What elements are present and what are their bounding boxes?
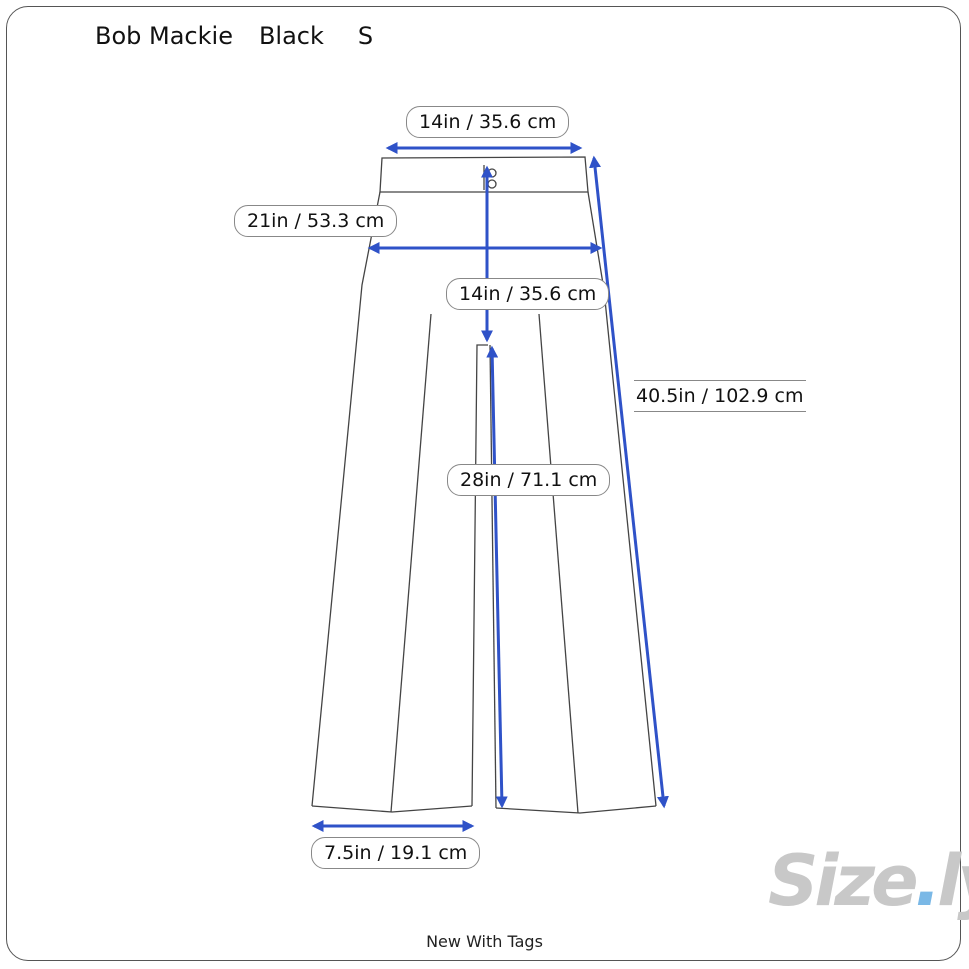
button-top [487, 168, 497, 178]
right-leg-hem [495, 805, 657, 814]
item-color: Black [258, 22, 324, 50]
inseam-arrow [486, 345, 508, 809]
left-leg-outer [311, 191, 381, 807]
item-size: S [357, 22, 374, 50]
outseam-arrow [589, 155, 669, 809]
sizely-logo: Size.ly [768, 840, 969, 922]
left-leg-inner [471, 344, 488, 807]
rise-label: 14in / 35.6 cm [446, 278, 610, 310]
hip-label: 21in / 53.3 cm [234, 205, 398, 237]
brand-name: Bob Mackie [95, 22, 233, 50]
condition-text: New With Tags [426, 932, 543, 951]
leg-opening-label: 7.5in / 19.1 cm [311, 837, 481, 869]
left-crease [390, 313, 432, 813]
left-leg-hem [311, 805, 473, 813]
waist-label: 14in / 35.6 cm [406, 106, 570, 138]
outseam-label: 40.5in / 102.9 cm [634, 380, 806, 412]
item-header: Bob Mackie Black S [95, 22, 373, 50]
inseam-label: 28in / 71.1 cm [447, 464, 611, 496]
button-bottom [487, 179, 497, 189]
measurement-arrows [311, 142, 669, 832]
right-crease [538, 313, 579, 814]
